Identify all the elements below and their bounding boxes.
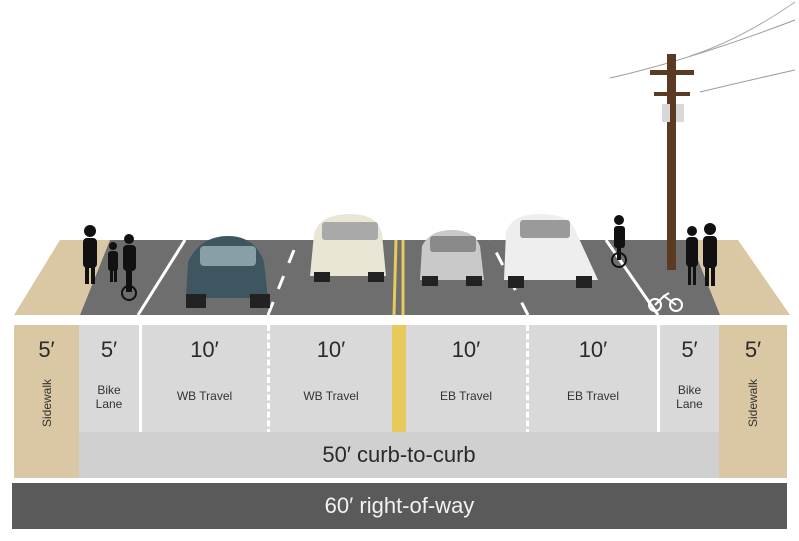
car-silver-sedan-icon <box>420 230 484 286</box>
label-bike-west: Bike Lane <box>95 383 123 411</box>
col-wb-travel-1: 10′ WB Travel <box>142 325 267 432</box>
cyclist-east-icon <box>611 215 627 268</box>
col-wb-travel-2: 10′ WB Travel <box>270 325 392 432</box>
label-eb-travel-1: EB Travel <box>439 389 493 403</box>
dim-bike-west: 5′ <box>100 337 118 362</box>
center-line-left <box>392 239 398 316</box>
bike-lane-line-west <box>136 239 187 316</box>
separator-bike-east <box>657 325 660 435</box>
curb-to-curb-bar: 50′ curb-to-curb <box>79 432 719 478</box>
bike-lane-symbol-icon <box>648 292 683 312</box>
dim-wb-travel-2: 10′ <box>316 337 346 362</box>
dim-sidewalk-west: 5′ <box>38 337 55 362</box>
label-bike-east: Bike Lane <box>676 383 703 411</box>
col-bike-east: 5′ Bike Lane <box>660 325 719 432</box>
road-surface <box>80 240 720 315</box>
band-sidewalk-west: 5′ Sidewalk <box>14 325 79 478</box>
dim-eb-travel-2: 10′ <box>578 337 608 362</box>
separator-wb-lanes <box>267 325 270 435</box>
center-strip <box>392 325 406 435</box>
utility-wire <box>689 1 796 57</box>
pedestrian-group-east-icon <box>686 223 717 286</box>
col-eb-travel-1: 10′ EB Travel <box>406 325 526 432</box>
lane-band: 5′ Bike Lane 10′ WB Travel 10′ WB Travel… <box>79 325 719 435</box>
label-sidewalk-east: Sidewalk <box>746 378 760 428</box>
dim-sidewalk-east: 5′ <box>744 337 762 362</box>
pickup-truck-icon <box>504 214 598 288</box>
curb-edge <box>14 315 790 325</box>
col-eb-travel-2: 10′ EB Travel <box>529 325 657 432</box>
band-sidewalk-east: 5′ Sidewalk <box>719 325 787 478</box>
label-sidewalk-west: Sidewalk <box>39 378 54 428</box>
separator-bike-west <box>139 325 142 435</box>
car-dark-sedan-icon <box>186 236 270 308</box>
street-illustration <box>14 1 796 325</box>
dim-bike-east: 5′ <box>681 337 698 362</box>
utility-pole-icon <box>650 54 694 270</box>
dim-eb-travel-1: 10′ <box>451 337 481 362</box>
label-wb-travel-1: WB Travel <box>176 389 233 403</box>
lane-line-wb <box>266 239 300 316</box>
separator-eb-lanes <box>526 325 529 435</box>
dim-wb-travel-1: 10′ <box>190 337 219 362</box>
cyclist-west-icon <box>121 270 137 301</box>
utility-wire <box>609 19 796 79</box>
label-wb-travel-2: WB Travel <box>303 389 359 403</box>
label-eb-travel-2: EB Travel <box>566 389 620 403</box>
col-bike-west: 5′ Bike Lane <box>79 325 139 432</box>
utility-wire <box>699 69 796 93</box>
right-of-way-bar: 60′ right-of-way <box>12 483 787 529</box>
car-white-suv-icon <box>310 214 386 282</box>
pedestrian-group-west-icon <box>83 225 136 284</box>
